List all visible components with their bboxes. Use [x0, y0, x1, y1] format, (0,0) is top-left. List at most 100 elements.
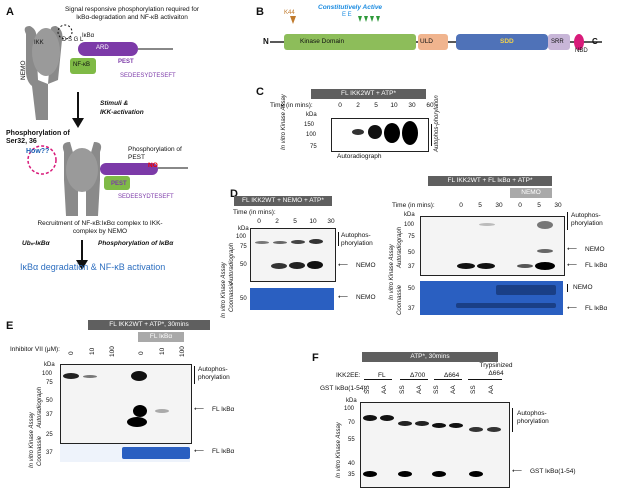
nbd-domain [574, 34, 584, 50]
arrow-icon: ⟵ [512, 468, 523, 475]
result-label: IκBα degradation & NF-κB activation [20, 262, 166, 272]
ikk-complex-top [24, 26, 63, 120]
panel-c-autophos: Autophos-phorylation [434, 95, 440, 152]
panel-d-nemo-bar: NEMO [510, 188, 552, 198]
panel-f-kda: kDa [346, 398, 357, 404]
lane-label: AA [416, 385, 423, 394]
marker: 37 [408, 264, 415, 270]
time-lane: 5 [478, 202, 482, 209]
lane-label: AA [381, 385, 388, 394]
panel-d-time-label-right: Time (in mins): [392, 202, 435, 209]
marker: 50 [408, 250, 415, 256]
panel-f-group: Δ664 [444, 372, 460, 379]
panel-e-coomassie [60, 444, 190, 462]
no-label: NO [148, 162, 158, 169]
conc-lane: 0 [68, 351, 75, 355]
marker: 50 [240, 262, 247, 268]
time-lane: 10 [309, 218, 317, 225]
marker: 100 [344, 406, 355, 412]
nfkb-label-top: NF-κB [73, 62, 90, 68]
marker: 25 [46, 432, 53, 438]
time-lane: 60 [426, 102, 434, 109]
time-lane: 5 [374, 102, 378, 109]
marker: 70 [348, 420, 355, 426]
srr-label: SRR [551, 39, 564, 45]
marker: 37 [46, 412, 53, 418]
ikk2-domain-diagram [270, 16, 602, 50]
panel-d-coomassie-left [250, 288, 334, 310]
marker: 37 [408, 306, 415, 312]
panel-e-conc: 0 10 100 0 10 100 [62, 345, 192, 361]
panel-c-autoradiograph: Autoradiograph [337, 153, 382, 160]
panel-d-autophos-right: Autophos-phorylation [571, 212, 603, 227]
panel-f-ikk2ee: IKK2EE: [336, 372, 361, 379]
panel-d-time-label: Time (in mins): [233, 209, 276, 216]
panel-f-blot [360, 402, 510, 488]
lane-label: SS [433, 385, 440, 394]
time-lane: 2 [356, 102, 360, 109]
panel-d-nemo-right: NEMO [585, 246, 605, 253]
phospho-ser-label: Phosphorylation of Ser32, 36 [6, 130, 70, 145]
panel-d-nemo-coom-left: NEMO [356, 294, 376, 301]
panel-d-side-coom: Coomassie [229, 281, 235, 312]
conc-lane: 10 [89, 347, 96, 355]
marker: 35 [348, 472, 355, 478]
srr-domain [548, 34, 570, 50]
panel-d-side-assay-right: In vitro Kinase Assay [389, 244, 395, 300]
panel-a-diagram [24, 24, 188, 270]
arrow-icon: ⟵ [338, 294, 349, 301]
lane-label: AA [450, 385, 457, 394]
panel-e-header: FL IKK2WT + ATP*, 30mins [88, 320, 210, 330]
panel-c-letter: C [256, 86, 264, 98]
pest-seq-top: SEDEESYDTESEFT [120, 73, 176, 79]
panel-f-group: FL [378, 372, 386, 379]
marker: 50 [240, 296, 247, 302]
ikk-complex-mid [62, 142, 102, 216]
n-terminus: N [263, 37, 269, 46]
panel-d-nemo-left: NEMO [356, 262, 376, 269]
time-lane: 0 [459, 202, 463, 209]
panel-e-autophos: Autophos-phorylation [198, 366, 230, 381]
kinase-domain [284, 34, 416, 50]
marker: 55 [348, 437, 355, 443]
panel-d-side-assay: In vitro Kinase Assay [221, 262, 227, 318]
arrow-icon: ⟵ [567, 246, 578, 253]
uld-domain [418, 34, 448, 50]
panel-f-gst: GST IκBα(1-54): [320, 385, 368, 392]
time-lane: 30 [554, 202, 562, 209]
time-lane: 10 [390, 102, 398, 109]
panel-d-side-auto-right: Autoradiograph [397, 226, 403, 268]
pest-label-mid: PEST [111, 181, 127, 187]
panel-c-header: FL IKK2WT + ATP* [311, 89, 426, 99]
panel-f-gst-label: GST IκBα(1-54) [530, 468, 576, 475]
time-lane: 0 [338, 102, 342, 109]
panel-f-side: In vitro Kinase Assay [336, 422, 342, 478]
panel-c-time-label: Time (in mins): [270, 102, 313, 109]
panel-d-kda-right: kDa [404, 212, 415, 218]
panel-e-inhibitor: Inhibitor VII (μM): [10, 346, 60, 353]
panel-d-autophos-left: Autophos-phorylation [341, 232, 373, 247]
panel-f-letter: F [312, 352, 319, 364]
lane-label: SS [470, 385, 477, 394]
panel-e-ikba-coom: FL IκBα [212, 448, 235, 455]
panel-e-side-coom: Coomassie [37, 435, 43, 466]
k44-label: K44 [284, 10, 295, 16]
panel-d-side-auto: Autoradiograph [229, 242, 235, 284]
recruitment-label: Recruitment of NF-κB:IκBα complex to IKK… [37, 220, 163, 235]
panel-b-letter: B [256, 6, 264, 18]
stimuli-label: Stimuli & [100, 100, 129, 107]
panel-e-kda: kDa [44, 362, 55, 368]
marker: 50 [408, 286, 415, 292]
panel-e-ikba: FL IκBα [212, 406, 235, 413]
ikk-activation-label: IKK-activation [100, 109, 144, 116]
panel-c-blot [331, 118, 429, 152]
panel-d-kda: kDa [238, 226, 249, 232]
lane-label: SS [364, 385, 371, 394]
panel-c-side: In vitro Kinase Assay [281, 94, 287, 150]
panel-e-sub: FL IκBα [138, 332, 184, 342]
ikk-label-top: IKK [34, 40, 44, 46]
nemo-label-top: NEMO [20, 60, 27, 81]
sdd-domain [456, 34, 548, 50]
conc-lane: 0 [138, 351, 145, 355]
marker: 100 [42, 371, 53, 377]
